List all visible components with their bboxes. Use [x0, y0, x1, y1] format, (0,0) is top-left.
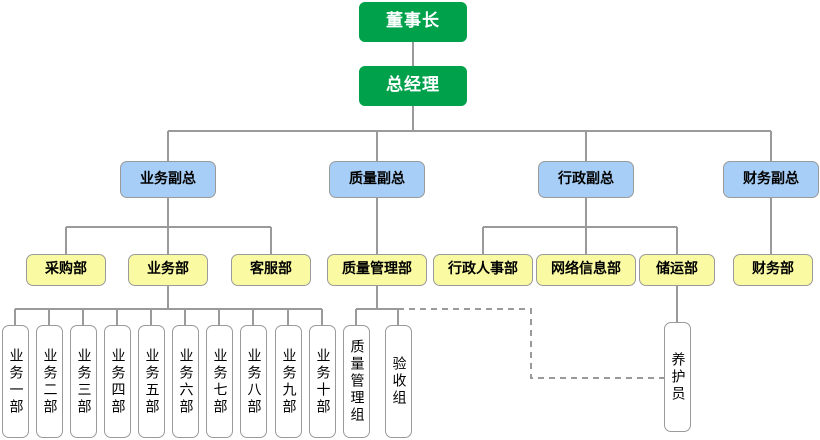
- node-chairman-label: 董事长: [386, 11, 440, 32]
- node-unit-business-9-label: 业务九部: [280, 347, 297, 416]
- node-unit-acceptance-group[interactable]: 验收组: [385, 325, 412, 438]
- node-unit-business-7[interactable]: 业务七部: [206, 325, 233, 438]
- node-dept-purchasing[interactable]: 采购部: [26, 254, 106, 286]
- node-dept-purchasing-label: 采购部: [45, 261, 87, 278]
- node-vp-finance[interactable]: 财务副总: [723, 161, 819, 198]
- node-vp-business-label: 业务副总: [140, 170, 196, 187]
- node-unit-business-6-label: 业务六部: [177, 347, 194, 416]
- node-unit-business-2-label: 业务二部: [41, 347, 58, 416]
- node-unit-business-6[interactable]: 业务六部: [172, 325, 199, 438]
- node-dept-admin-hr[interactable]: 行政人事部: [433, 254, 533, 286]
- node-unit-acceptance-group-label: 验收组: [390, 356, 407, 407]
- node-unit-maintenance-staff[interactable]: 养护员: [664, 322, 691, 432]
- node-unit-business-10-label: 业务十部: [314, 347, 331, 416]
- node-unit-business-5-label: 业务五部: [143, 347, 160, 416]
- node-unit-business-7-label: 业务七部: [211, 347, 228, 416]
- node-unit-business-2[interactable]: 业务二部: [36, 325, 63, 438]
- node-unit-quality-management-group-label: 质量管理组: [348, 339, 365, 424]
- node-unit-business-5[interactable]: 业务五部: [138, 325, 165, 438]
- node-dept-finance[interactable]: 财务部: [733, 254, 813, 286]
- node-dept-finance-label: 财务部: [752, 261, 794, 278]
- node-dept-storage-transport[interactable]: 储运部: [639, 254, 715, 286]
- node-unit-business-3-label: 业务三部: [75, 347, 92, 416]
- node-dept-customer-service-label: 客服部: [250, 261, 292, 278]
- node-dept-storage-transport-label: 储运部: [656, 261, 698, 278]
- node-unit-business-3[interactable]: 业务三部: [70, 325, 97, 438]
- node-vp-business[interactable]: 业务副总: [120, 161, 216, 198]
- edge-dashed-quality-maintenance: [398, 308, 664, 379]
- node-chairman[interactable]: 董事长: [359, 2, 467, 42]
- node-unit-business-10[interactable]: 业务十部: [309, 325, 336, 438]
- node-dept-business[interactable]: 业务部: [128, 254, 208, 286]
- node-general-manager[interactable]: 总经理: [359, 66, 467, 106]
- node-vp-admin-label: 行政副总: [558, 170, 614, 187]
- node-vp-quality-label: 质量副总: [349, 170, 405, 187]
- node-unit-business-8[interactable]: 业务八部: [240, 325, 267, 438]
- node-unit-maintenance-staff-label: 养护员: [669, 351, 686, 403]
- node-unit-business-4[interactable]: 业务四部: [104, 325, 131, 438]
- node-dept-network-info[interactable]: 网络信息部: [536, 254, 636, 286]
- node-unit-business-8-label: 业务八部: [245, 347, 262, 416]
- node-dept-admin-hr-label: 行政人事部: [448, 261, 518, 278]
- node-vp-quality[interactable]: 质量副总: [329, 161, 425, 198]
- node-unit-business-9[interactable]: 业务九部: [275, 325, 302, 438]
- node-unit-business-1-label: 业务一部: [7, 347, 24, 416]
- node-vp-finance-label: 财务副总: [743, 170, 799, 187]
- node-dept-quality-management[interactable]: 质量管理部: [327, 254, 427, 286]
- node-dept-network-info-label: 网络信息部: [551, 261, 621, 278]
- node-unit-business-1[interactable]: 业务一部: [2, 325, 29, 438]
- node-dept-quality-management-label: 质量管理部: [342, 261, 412, 278]
- node-dept-customer-service[interactable]: 客服部: [231, 254, 311, 286]
- node-dept-business-label: 业务部: [147, 261, 189, 278]
- node-unit-business-4-label: 业务四部: [109, 347, 126, 416]
- node-unit-quality-management-group[interactable]: 质量管理组: [343, 325, 370, 438]
- node-general-manager-label: 总经理: [386, 75, 440, 96]
- node-vp-admin[interactable]: 行政副总: [538, 161, 634, 198]
